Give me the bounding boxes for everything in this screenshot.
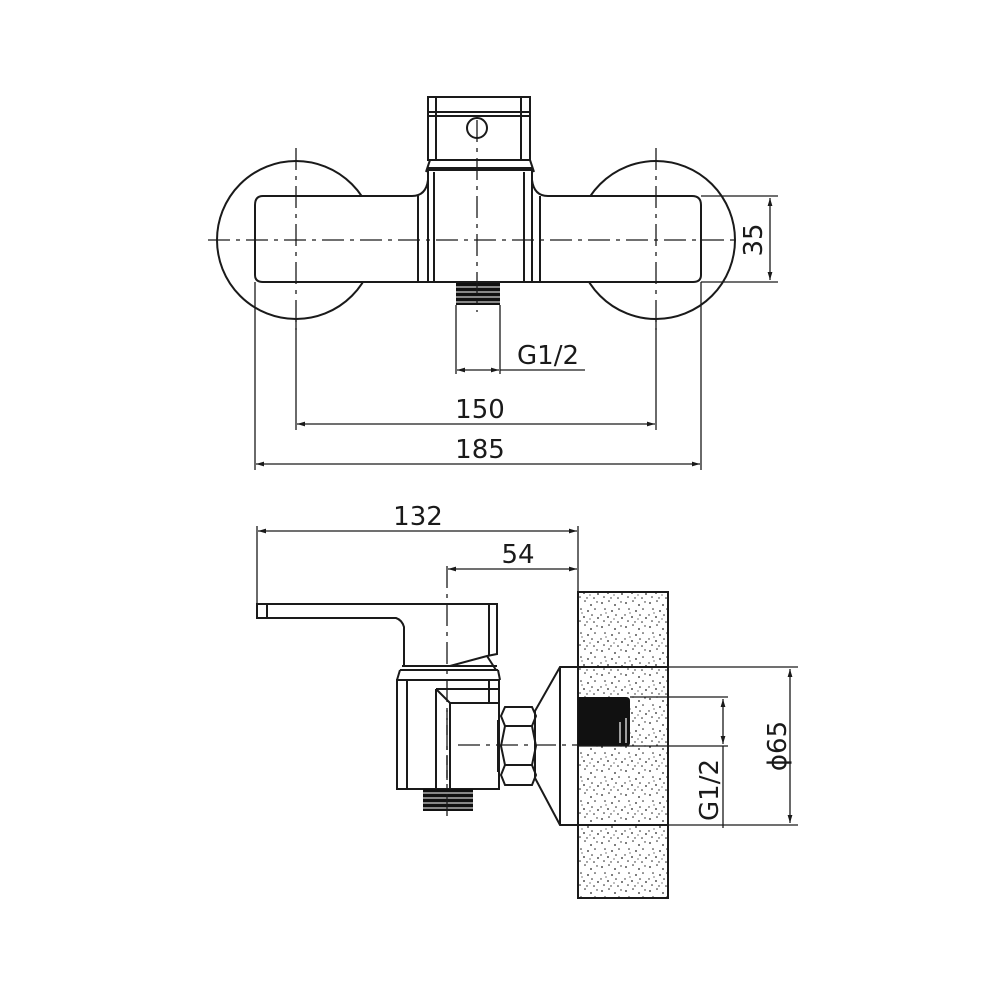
cartridge-cap [425, 96, 535, 173]
bottom-thread [423, 789, 473, 811]
dim-35-label: 35 [739, 223, 769, 256]
dim-g12-front-label: G1/2 [517, 341, 579, 371]
front-view: 35 G1/2 150 185 [208, 96, 778, 470]
mixer-body [254, 169, 702, 283]
dim-54-label: 54 [501, 540, 534, 570]
dim-185-label: 185 [455, 435, 505, 465]
thread-outlet [456, 283, 500, 305]
dim-g12-side-label: G1/2 [695, 759, 725, 821]
dim-132-label: 132 [393, 502, 443, 532]
dim-150-label: 150 [455, 395, 505, 425]
hex-nut [497, 706, 538, 786]
valve-body [396, 665, 501, 790]
dim-d65-label: ϕ65 [763, 721, 793, 771]
escutcheon-cone [534, 666, 578, 826]
side-view: 132 54 G1/2 ϕ65 [256, 502, 798, 899]
lever-handle [256, 603, 498, 667]
wall-thread-insert [578, 697, 630, 746]
